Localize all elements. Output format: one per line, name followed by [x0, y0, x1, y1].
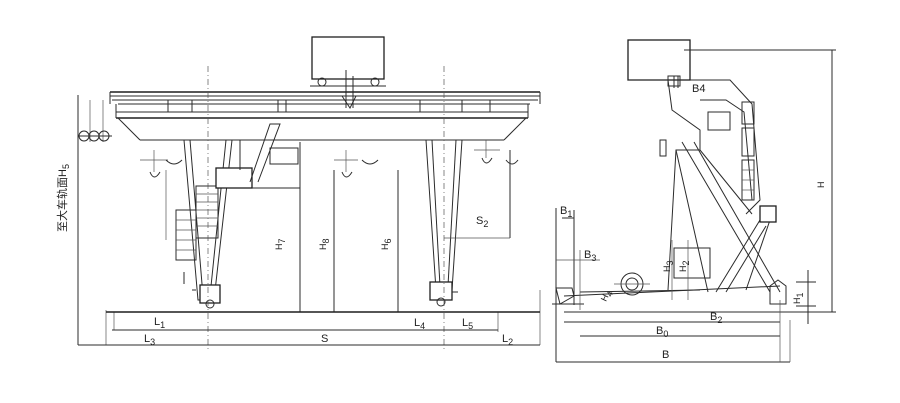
- hook-icon: [149, 171, 161, 178]
- dim-L5: L5: [462, 317, 473, 331]
- hook-icon: [341, 171, 353, 178]
- side-node-box: [759, 205, 777, 223]
- operator-cab: [215, 167, 253, 189]
- side-trolley: [627, 39, 691, 81]
- dim-B: B: [662, 349, 669, 361]
- dim-L2: L2: [502, 333, 513, 347]
- side-view: B4: [552, 39, 836, 363]
- travel-wheel-icon: [205, 299, 215, 309]
- left-leg-foot: [199, 284, 221, 304]
- dim-L1: L1: [154, 316, 165, 330]
- dim-H: H: [816, 182, 826, 189]
- dim-B2: B2: [710, 311, 722, 325]
- dim-H8: H8: [318, 238, 331, 250]
- dim-S2: S2: [476, 215, 488, 229]
- dim-B4: B4: [692, 83, 705, 95]
- dim-L3: L3: [144, 333, 155, 347]
- travel-wheel-icon: [436, 297, 446, 307]
- dim-H4: H4: [599, 288, 616, 304]
- front-view: 至大车轨面H5: [55, 36, 541, 352]
- dim-L4: L4: [414, 317, 425, 331]
- dim-H7: H7: [274, 238, 287, 250]
- trolley: [311, 36, 385, 80]
- dim-H6: H6: [380, 238, 393, 250]
- dim-B0: B0: [656, 325, 668, 339]
- dim-H3: H3: [662, 260, 675, 272]
- side-label: 至大车轨面H5: [55, 164, 71, 232]
- right-leg-foot: [429, 281, 453, 301]
- dim-H2: H2: [678, 260, 691, 272]
- dim-H1: H1: [792, 292, 805, 304]
- dim-B3: B3: [584, 249, 596, 263]
- dim-S: S: [321, 333, 328, 345]
- dim-B1: B1: [560, 205, 572, 219]
- hook-icon: [481, 157, 493, 164]
